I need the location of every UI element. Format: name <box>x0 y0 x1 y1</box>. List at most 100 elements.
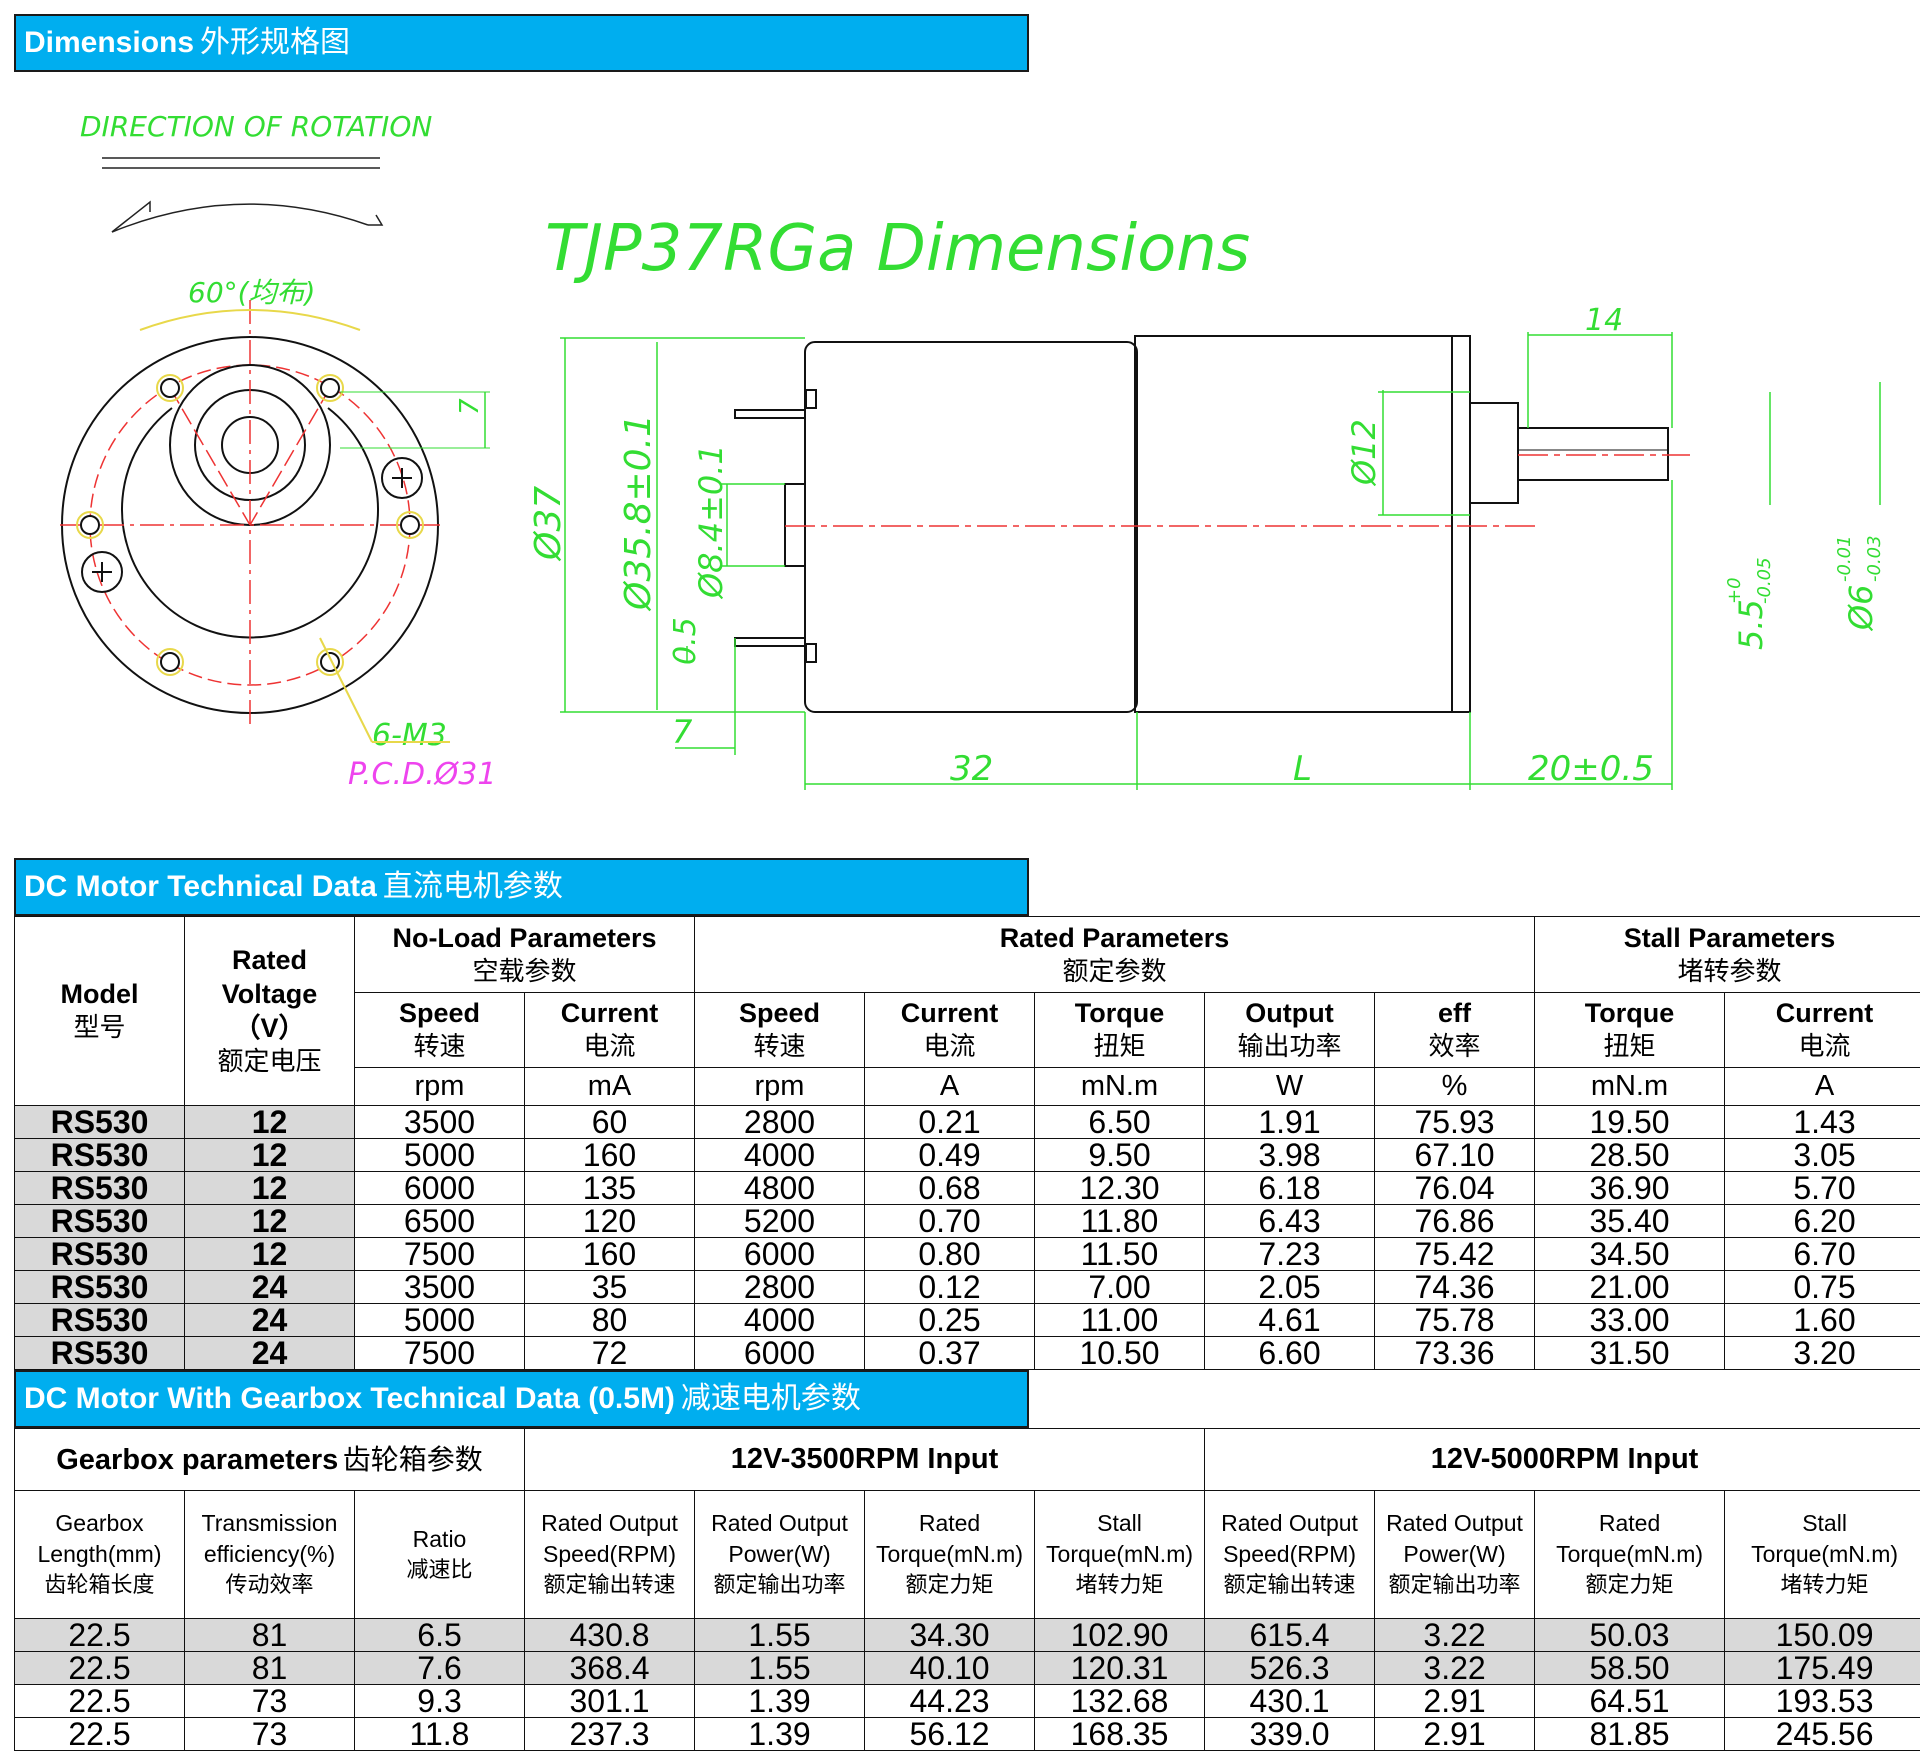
col-label-cn: 传动效率 <box>185 1570 354 1601</box>
model-label-cn: 型号 <box>15 1011 184 1045</box>
stall-label: Stall Parameters <box>1535 921 1920 955</box>
col-label: Speed(RPM) <box>1205 1539 1374 1570</box>
col-label-cn: 额定输出转速 <box>1205 1570 1374 1601</box>
header-voltage: Rated Voltage （V） 额定电压 <box>185 917 355 1106</box>
speed-label: Speed <box>695 996 864 1030</box>
col-label: Torque(mN.m) <box>865 1539 1034 1570</box>
value-cell: 4800 <box>695 1172 865 1205</box>
model-cell: RS530 <box>15 1304 185 1337</box>
value-cell: 3500 <box>355 1271 525 1304</box>
model-label: Model <box>15 977 184 1011</box>
value-cell: 160 <box>525 1238 695 1271</box>
value-cell: 81.85 <box>1535 1718 1725 1751</box>
voltage-cell: 12 <box>185 1205 355 1238</box>
value-cell: 3.22 <box>1375 1652 1535 1685</box>
value-cell: 75.93 <box>1375 1106 1535 1139</box>
col-label-cn: 额定力矩 <box>1535 1570 1724 1601</box>
voltage-cell: 12 <box>185 1172 355 1205</box>
value-cell: 168.35 <box>1035 1718 1205 1751</box>
dim-flange7: 7 <box>672 713 693 751</box>
gearbox-params-label-cn: 齿轮箱参数 <box>343 1443 483 1476</box>
gearbox-section-title: DC Motor With Gearbox Technical Data (0.… <box>14 1370 1029 1428</box>
value-cell: 102.90 <box>1035 1619 1205 1652</box>
value-cell: 0.70 <box>865 1205 1035 1238</box>
value-cell: 40.10 <box>865 1652 1035 1685</box>
value-cell: 73.36 <box>1375 1337 1535 1370</box>
motor-dimension-drawing: DIRECTION OF ROTATION TJP37RGa Dimension… <box>0 80 1920 850</box>
stall-label-cn: 堵转参数 <box>1535 955 1920 989</box>
col-label-cn: 额定输出功率 <box>1375 1570 1534 1601</box>
value-cell: 28.50 <box>1535 1139 1725 1172</box>
value-cell: 56.12 <box>865 1718 1035 1751</box>
col-label: Rated <box>865 1508 1034 1539</box>
value-cell: 75.42 <box>1375 1238 1535 1271</box>
gearbox-title: DC Motor With Gearbox Technical Data (0.… <box>24 1382 675 1415</box>
current-label-cn: 电流 <box>1725 1030 1920 1064</box>
value-cell: 7.00 <box>1035 1271 1205 1304</box>
value-cell: 6000 <box>695 1337 865 1370</box>
torque-label-cn: 扭矩 <box>1035 1030 1204 1064</box>
dim-shaft-len: 20±0.5 <box>1528 749 1654 789</box>
value-cell: 7.6 <box>355 1652 525 1685</box>
value-cell: 1.55 <box>695 1619 865 1652</box>
value-cell: 135 <box>525 1172 695 1205</box>
value-cell: 1.60 <box>1725 1304 1920 1337</box>
value-cell: 5000 <box>355 1304 525 1337</box>
current-label: Current <box>1725 996 1920 1030</box>
value-cell: 0.37 <box>865 1337 1035 1370</box>
dim-pin05: 0.5 <box>668 617 703 665</box>
dimensions-title-cn: 外形规格图 <box>200 25 350 60</box>
value-cell: 11.80 <box>1035 1205 1205 1238</box>
motor-end-view: 7 <box>60 300 490 742</box>
unit-cell: rpm <box>695 1068 865 1106</box>
unit-cell: mA <box>525 1068 695 1106</box>
value-cell: 35 <box>525 1271 695 1304</box>
value-cell: 3.05 <box>1725 1139 1920 1172</box>
output-label: Output <box>1205 996 1374 1030</box>
col-label: Rated <box>1535 1508 1724 1539</box>
gearbox-params-header: Gearbox parameters 齿轮箱参数 <box>15 1429 525 1491</box>
value-cell: 7.23 <box>1205 1238 1375 1271</box>
value-cell: 160 <box>525 1139 695 1172</box>
unit-cell: W <box>1205 1068 1375 1106</box>
col-label: Rated Output <box>695 1508 864 1539</box>
value-cell: 150.09 <box>1725 1619 1920 1652</box>
output-label-cn: 输出功率 <box>1205 1030 1374 1064</box>
value-cell: 6.70 <box>1725 1238 1920 1271</box>
value-cell: 6.5 <box>355 1619 525 1652</box>
value-cell: 301.1 <box>525 1685 695 1718</box>
col-label: Rated Output <box>1375 1508 1534 1539</box>
current-label: Current <box>525 996 694 1030</box>
value-cell: 33.00 <box>1535 1304 1725 1337</box>
value-cell: 34.30 <box>865 1619 1035 1652</box>
value-cell: 76.04 <box>1375 1172 1535 1205</box>
col-label-cn: 额定输出功率 <box>695 1570 864 1601</box>
model-cell: RS530 <box>15 1106 185 1139</box>
voltage-unit: （V） <box>185 1011 354 1045</box>
gearbox-table: Gearbox parameters 齿轮箱参数 12V-3500RPM Inp… <box>14 1428 1920 1751</box>
current-label-cn: 电流 <box>525 1030 694 1064</box>
value-cell: 1.55 <box>695 1652 865 1685</box>
header-rated: Rated Parameters 额定参数 <box>695 917 1535 993</box>
value-cell: 7500 <box>355 1238 525 1271</box>
model-cell: RS530 <box>15 1271 185 1304</box>
unit-cell: % <box>1375 1068 1535 1106</box>
value-cell: 5.70 <box>1725 1172 1920 1205</box>
col-label: Length(mm) <box>15 1539 184 1570</box>
value-cell: 31.50 <box>1535 1337 1725 1370</box>
value-cell: 237.3 <box>525 1718 695 1751</box>
value-cell: 75.78 <box>1375 1304 1535 1337</box>
noload-label: No-Load Parameters <box>355 921 694 955</box>
